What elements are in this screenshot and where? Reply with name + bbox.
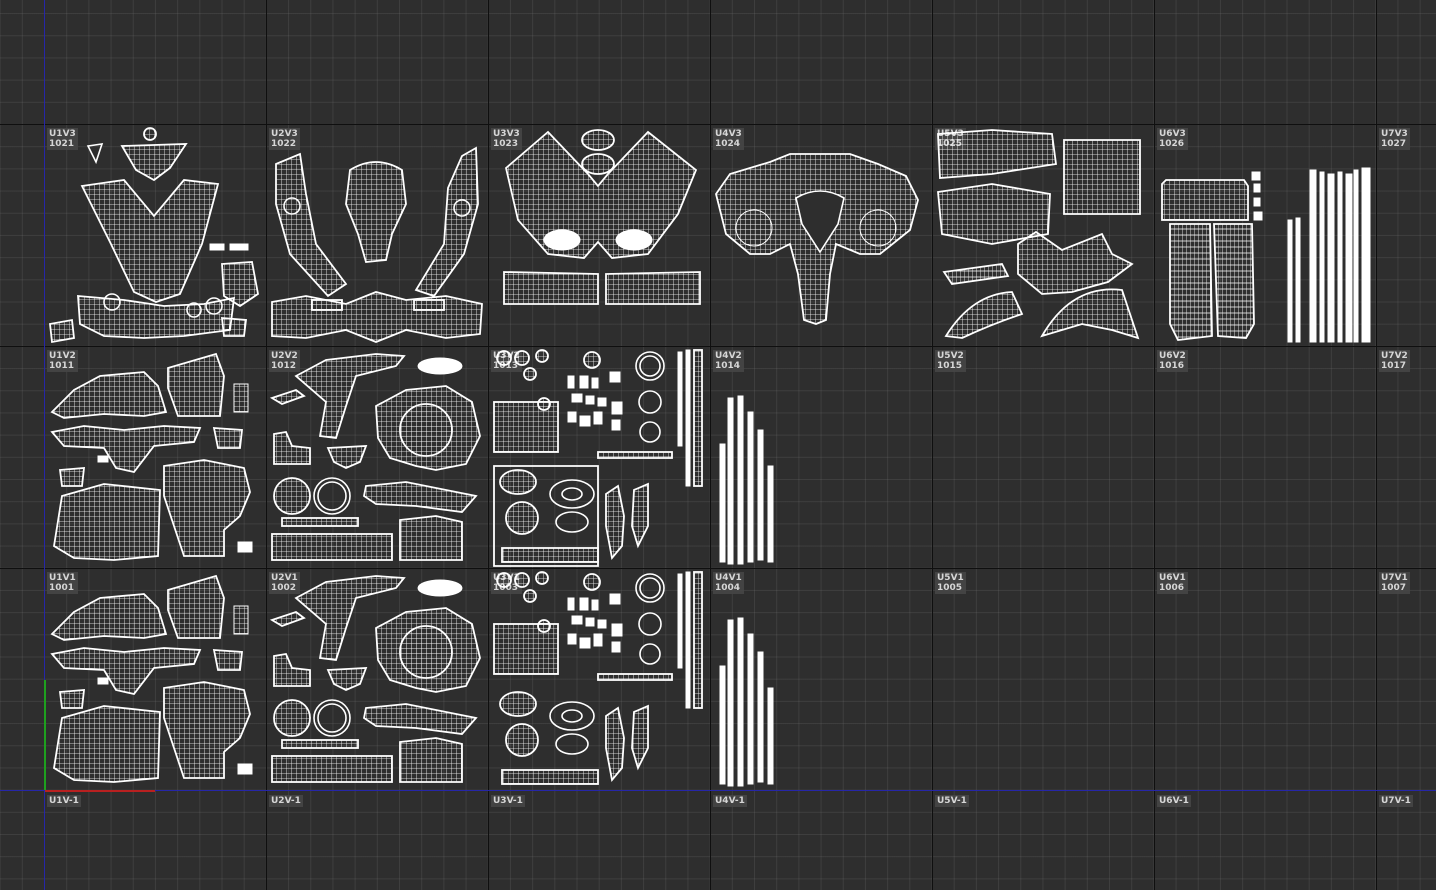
tile-border — [932, 0, 933, 890]
uv-shells-tile-1001[interactable] — [44, 568, 266, 790]
uv-shells-tile-1024[interactable] — [710, 124, 932, 346]
uv-shells-tile-1004[interactable] — [710, 568, 932, 790]
uv-shells-tile-1021[interactable] — [44, 124, 266, 346]
v-axis-line — [44, 0, 45, 890]
tile-border — [488, 0, 489, 890]
tile-border — [0, 124, 1436, 125]
uv-shells-tile-1022[interactable] — [266, 124, 488, 346]
tile-border — [1154, 0, 1155, 890]
u-axis-indicator — [45, 790, 155, 792]
tile-label-u5v-1: U5V-1 — [935, 795, 969, 807]
tile-border — [266, 0, 267, 890]
tile-label-u2v-1: U2V-1 — [269, 795, 303, 807]
tile-label-u1v-1: U1V-1 — [47, 795, 81, 807]
uv-shells-tile-1023[interactable] — [488, 124, 710, 346]
tile-label-u7v-1: U7V-1 — [1379, 795, 1413, 807]
uv-shells-tile-1012[interactable] — [266, 346, 488, 568]
tile-label-u6v-1: U6V-1 — [1157, 795, 1191, 807]
v-axis-indicator — [44, 680, 46, 790]
tile-border — [710, 0, 711, 890]
uv-shells-tile-1011[interactable] — [44, 346, 266, 568]
uv-shells-tile-1002[interactable] — [266, 568, 488, 790]
tile-label-u4v-1: U4V-1 — [713, 795, 747, 807]
tile-border — [0, 346, 1436, 347]
uv-shells-tile-1013[interactable] — [488, 346, 710, 568]
uv-shells-tile-1026[interactable] — [1154, 124, 1376, 346]
uv-shells-tile-1003[interactable] — [488, 568, 710, 790]
uv-shells-tile-1025[interactable] — [932, 124, 1154, 346]
u-axis-line — [0, 790, 1436, 791]
tile-border — [0, 568, 1436, 569]
tile-label-u3v-1: U3V-1 — [491, 795, 525, 807]
tile-border — [1376, 0, 1377, 890]
uv-shells-tile-1014[interactable] — [710, 346, 932, 568]
